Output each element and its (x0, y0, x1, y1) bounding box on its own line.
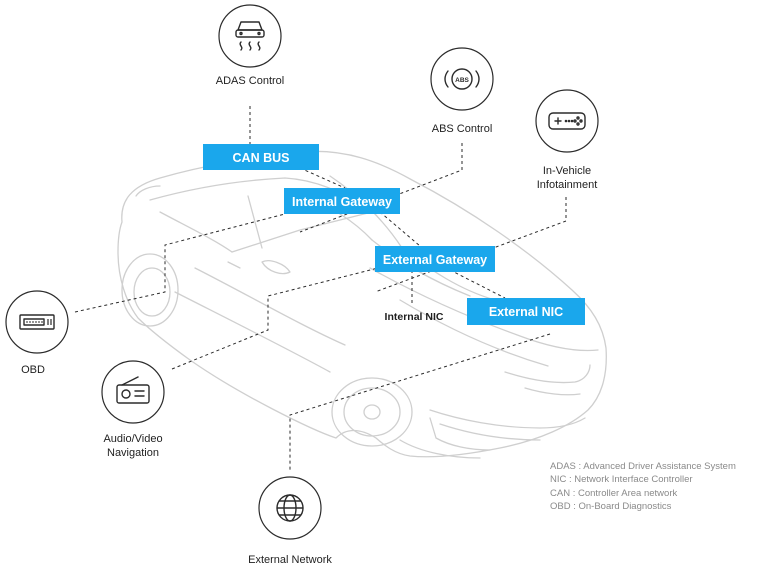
external-nic-label: External NIC (489, 305, 563, 319)
legend: ADAS : Advanced Driver Assistance System… (550, 461, 736, 512)
internal-nic-label: Internal NIC (385, 311, 444, 323)
infotainment-label-line1: In-Vehicle (543, 165, 591, 177)
obd-node: OBD (5, 290, 69, 376)
line-external-gw-to-nic (449, 269, 506, 299)
legend-item: ADAS : Advanced Driver Assistance System (550, 461, 736, 472)
internal-gateway-label: Internal Gateway (292, 195, 392, 209)
external-gateway-box: External Gateway (375, 246, 495, 272)
adas-node: ADAS Control (216, 4, 284, 87)
audio-node: Audio/Video Navigation (101, 360, 165, 459)
line-audio (171, 267, 379, 370)
car-skid-icon (235, 21, 265, 51)
external-nic-box: External NIC (467, 298, 585, 325)
infotainment-label-line2: Infotainment (537, 179, 598, 191)
line-external-network (289, 333, 551, 470)
line-infotainment (374, 197, 567, 293)
audio-label-line2: Navigation (107, 447, 159, 459)
infotainment-node: In-Vehicle Infotainment (535, 89, 599, 191)
line-obd (74, 213, 286, 313)
line-abs (299, 143, 463, 233)
abs-control-label: ABS Control (432, 123, 493, 135)
legend-item: NIC : Network Interface Controller (550, 474, 693, 485)
globe-icon (276, 494, 304, 522)
external-gateway-label: External Gateway (383, 253, 487, 267)
legend-item: CAN : Controller Area network (550, 488, 677, 499)
gamepad-icon (548, 112, 586, 130)
line-internal-to-external (379, 211, 421, 247)
line-can-to-gateway (299, 167, 346, 189)
radio-icon (116, 376, 150, 404)
obd-port-icon (19, 314, 55, 330)
can-bus-label: CAN BUS (233, 151, 290, 165)
adas-control-label: ADAS Control (216, 75, 284, 87)
connector-lines (74, 106, 567, 470)
internal-gateway-box: Internal Gateway (284, 188, 400, 214)
abs-node: ABS ABS Control (430, 47, 494, 135)
legend-item: OBD : On-Board Diagnostics (550, 501, 672, 512)
can-bus-box: CAN BUS (203, 144, 319, 170)
external-network-label: External Network (248, 554, 332, 566)
audio-label-line1: Audio/Video (103, 433, 162, 445)
external-network-node: External Network (248, 476, 332, 566)
abs-icon-text: ABS (455, 77, 469, 84)
obd-label: OBD (21, 364, 45, 376)
abs-brake-icon: ABS (444, 68, 480, 90)
